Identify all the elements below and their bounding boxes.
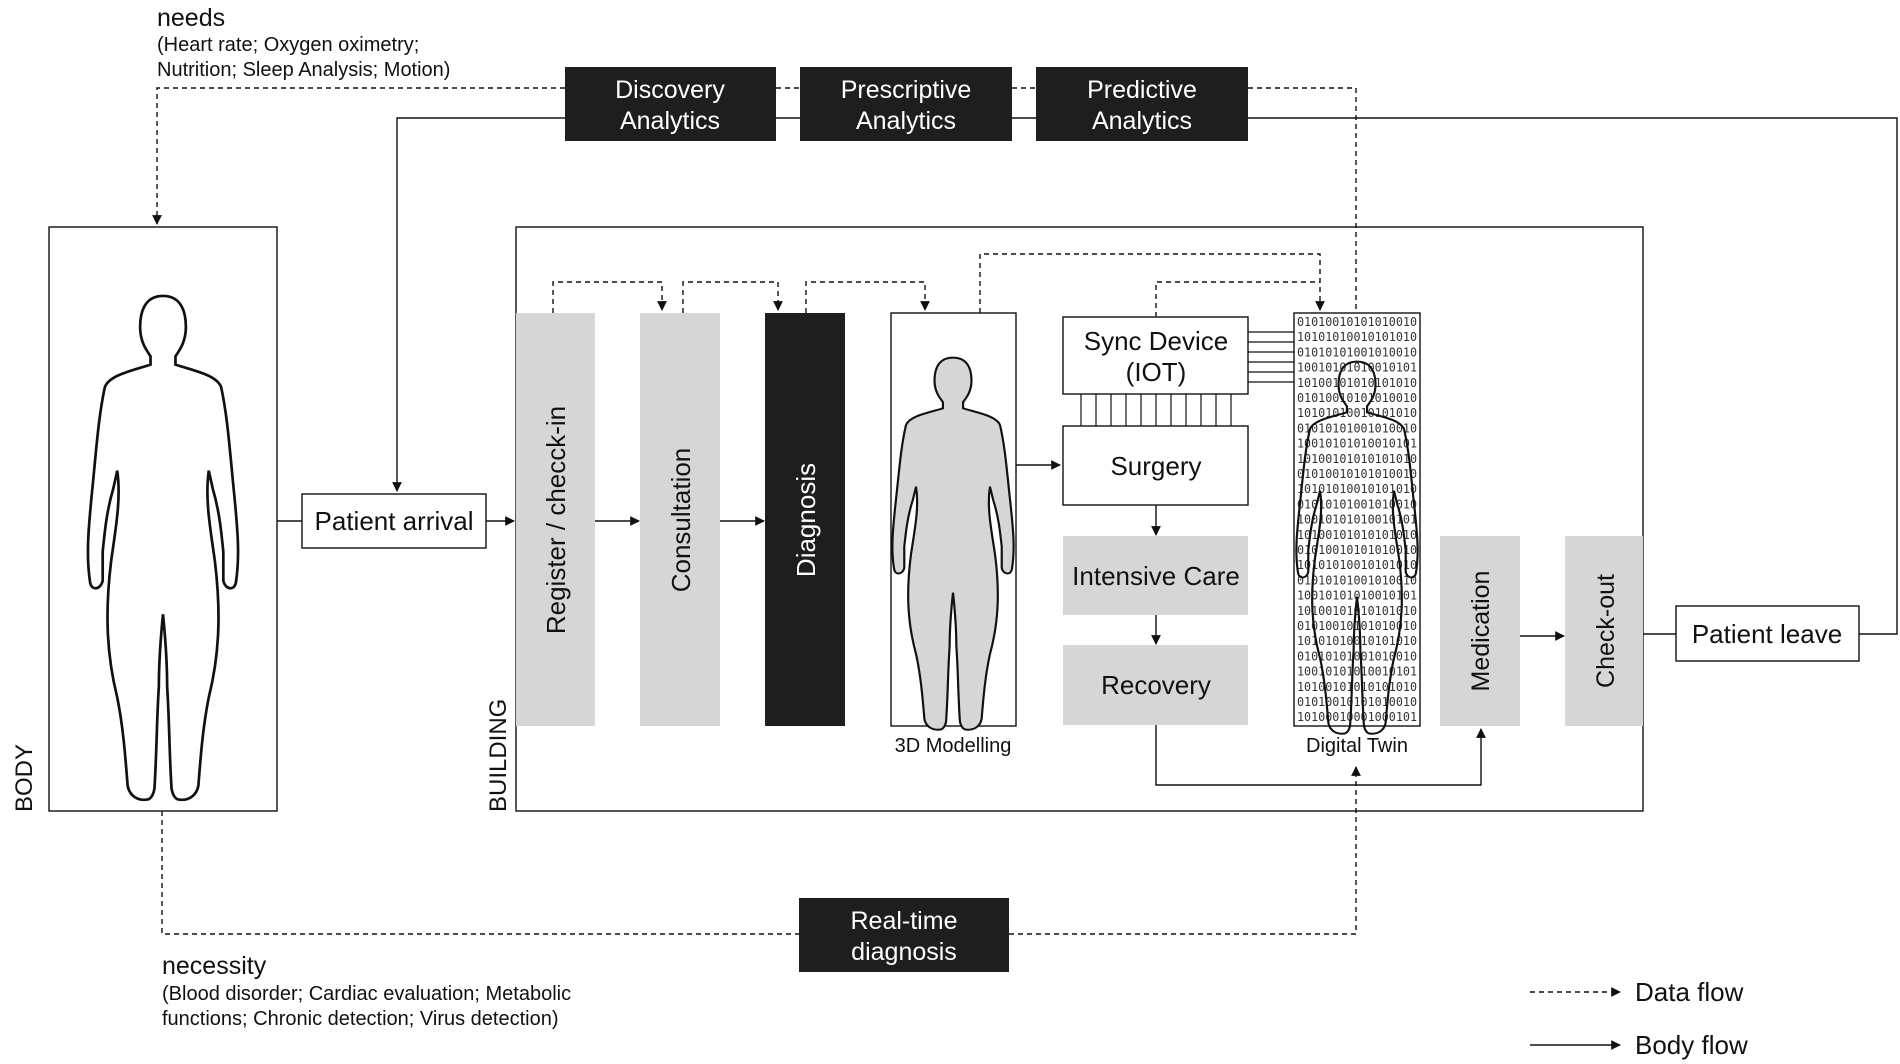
intensive-care-box [1063,536,1248,615]
intensive-care-label: Intensive Care [1072,561,1240,591]
binary-row: 10101010010101010 [1297,557,1417,572]
legend-body-flow-label: Body flow [1635,1030,1748,1060]
binary-row: 10100101010101010 [1297,679,1417,694]
body-flow-recovery-to-medication [1155,725,1486,786]
iot-link-lines [1248,331,1294,383]
body-panel [48,226,278,812]
register-label: Register / checck-in [541,406,571,634]
binary-row: 10100010001000101 [1297,709,1417,724]
binary-row: 01010010101010010 [1297,694,1417,709]
binary-row: 10010101010010101 [1297,588,1417,603]
binary-row: 10010101010010101 [1297,512,1417,527]
binary-row: 10100101010101010 [1297,375,1417,390]
data-flow-diagnosis-to-modelling [805,281,930,313]
binary-row: 01010010101010010 [1297,618,1417,633]
data-flow-to-digital-twin [1248,87,1357,313]
binary-row: 10010101010010101 [1297,360,1417,375]
building-label: BUILDING [485,699,512,812]
surgery-label: Surgery [1110,451,1201,481]
binary-row: 10101010010101010 [1297,633,1417,648]
body-figure-icon [86,294,240,802]
data-flow-register-to-consultation [552,281,667,313]
body-flow-to-arrival [392,117,565,492]
binary-row: 01010101001010010 [1297,420,1417,435]
binary-row: 10101010010101010 [1297,481,1417,496]
diagnosis-label: Diagnosis [791,463,821,577]
sync-device-line-2: (IOT) [1126,357,1187,387]
recovery-label: Recovery [1101,670,1211,700]
consultation-box [640,313,720,726]
needs-line-1: (Heart rate; Oxygen oximetry; [157,34,419,56]
binary-row: 10101010010101010 [1297,405,1417,420]
binary-row: 10101010010101010 [1297,329,1417,344]
needs-title: needs [157,4,225,32]
body-flow-from-leave [1248,117,1898,635]
needs-line-2: Nutrition; Sleep Analysis; Motion) [157,59,450,81]
data-flow-modelling-to-digital-twin [979,253,1325,313]
medication-box [1440,536,1520,726]
surgery-box [1062,425,1249,506]
necessity-line-2: functions; Chronic detection; Virus dete… [162,1008,559,1030]
binary-row: 01010010101010010 [1297,542,1417,557]
binary-row: 01010101001010010 [1297,496,1417,511]
discovery-analytics-line-2: Analytics [620,107,720,135]
binary-row: 01010010101010010 [1297,466,1417,481]
patient-leave-label: Patient leave [1692,619,1842,649]
binary-row: 01010010101010010 [1297,390,1417,405]
predictive-analytics-line-2: Analytics [1092,107,1192,135]
digital-twin-binary-grid: 0101001010101001010101010010101010010101… [1297,314,1417,724]
prescriptive-analytics-line-1: Prescriptive [841,76,972,104]
predictive-analytics-box [1036,67,1248,141]
data-flow-needs-line [152,87,565,225]
realtime-diagnosis-line-1: Real-time [851,907,958,935]
binary-row: 01010010101010010 [1297,314,1417,329]
checkout-label: Check-out [1592,574,1620,688]
sync-device-box [1062,316,1249,395]
register-box [516,313,595,726]
medication-label: Medication [1467,571,1495,692]
binary-row: 10010101010010101 [1297,436,1417,451]
realtime-diagnosis-box [799,898,1009,972]
patient-arrival-box [301,493,487,549]
prescriptive-analytics-line-2: Analytics [856,107,956,135]
checkout-box [1565,536,1643,726]
data-flow-consultation-to-diagnosis [682,281,783,313]
binary-row: 01010101001010010 [1297,648,1417,663]
body-label: BODY [11,744,38,812]
data-flow-realtime-to-digital-twin [1009,766,1361,935]
realtime-diagnosis-line-2: diagnosis [851,938,957,966]
necessity-line-1: (Blood disorder; Cardiac evaluation; Met… [162,983,571,1005]
data-flow-necessity-line [161,811,799,935]
predictive-analytics-line-1: Predictive [1087,76,1197,104]
patient-leave-box [1675,605,1860,662]
binary-row: 10100101010101010 [1297,451,1417,466]
legend-data-flow-label: Data flow [1635,977,1744,1007]
patient-arrival-label: Patient arrival [315,506,474,536]
sync-surgery-link-lines [1080,394,1232,426]
binary-row: 10010101010010101 [1297,664,1417,679]
binary-row: 10100101010101010 [1297,527,1417,542]
binary-row: 01010101001010010 [1297,572,1417,587]
digital-twin-caption: Digital Twin [1306,735,1408,757]
discovery-analytics-line-1: Discovery [615,76,725,104]
binary-row: 10100101010101010 [1297,603,1417,618]
modelling-caption: 3D Modelling [895,735,1012,757]
consultation-label: Consultation [666,448,696,593]
digital-twin-box [1293,312,1421,727]
recovery-box [1063,645,1248,725]
necessity-title: necessity [162,952,267,980]
prescriptive-analytics-box [800,67,1012,141]
discovery-analytics-box [565,67,776,141]
diagnosis-box [765,313,845,726]
data-flow-sync-to-digital-twin [1155,281,1320,317]
sync-device-line-1: Sync Device [1084,326,1229,356]
binary-row: 01010101001010010 [1297,344,1417,359]
